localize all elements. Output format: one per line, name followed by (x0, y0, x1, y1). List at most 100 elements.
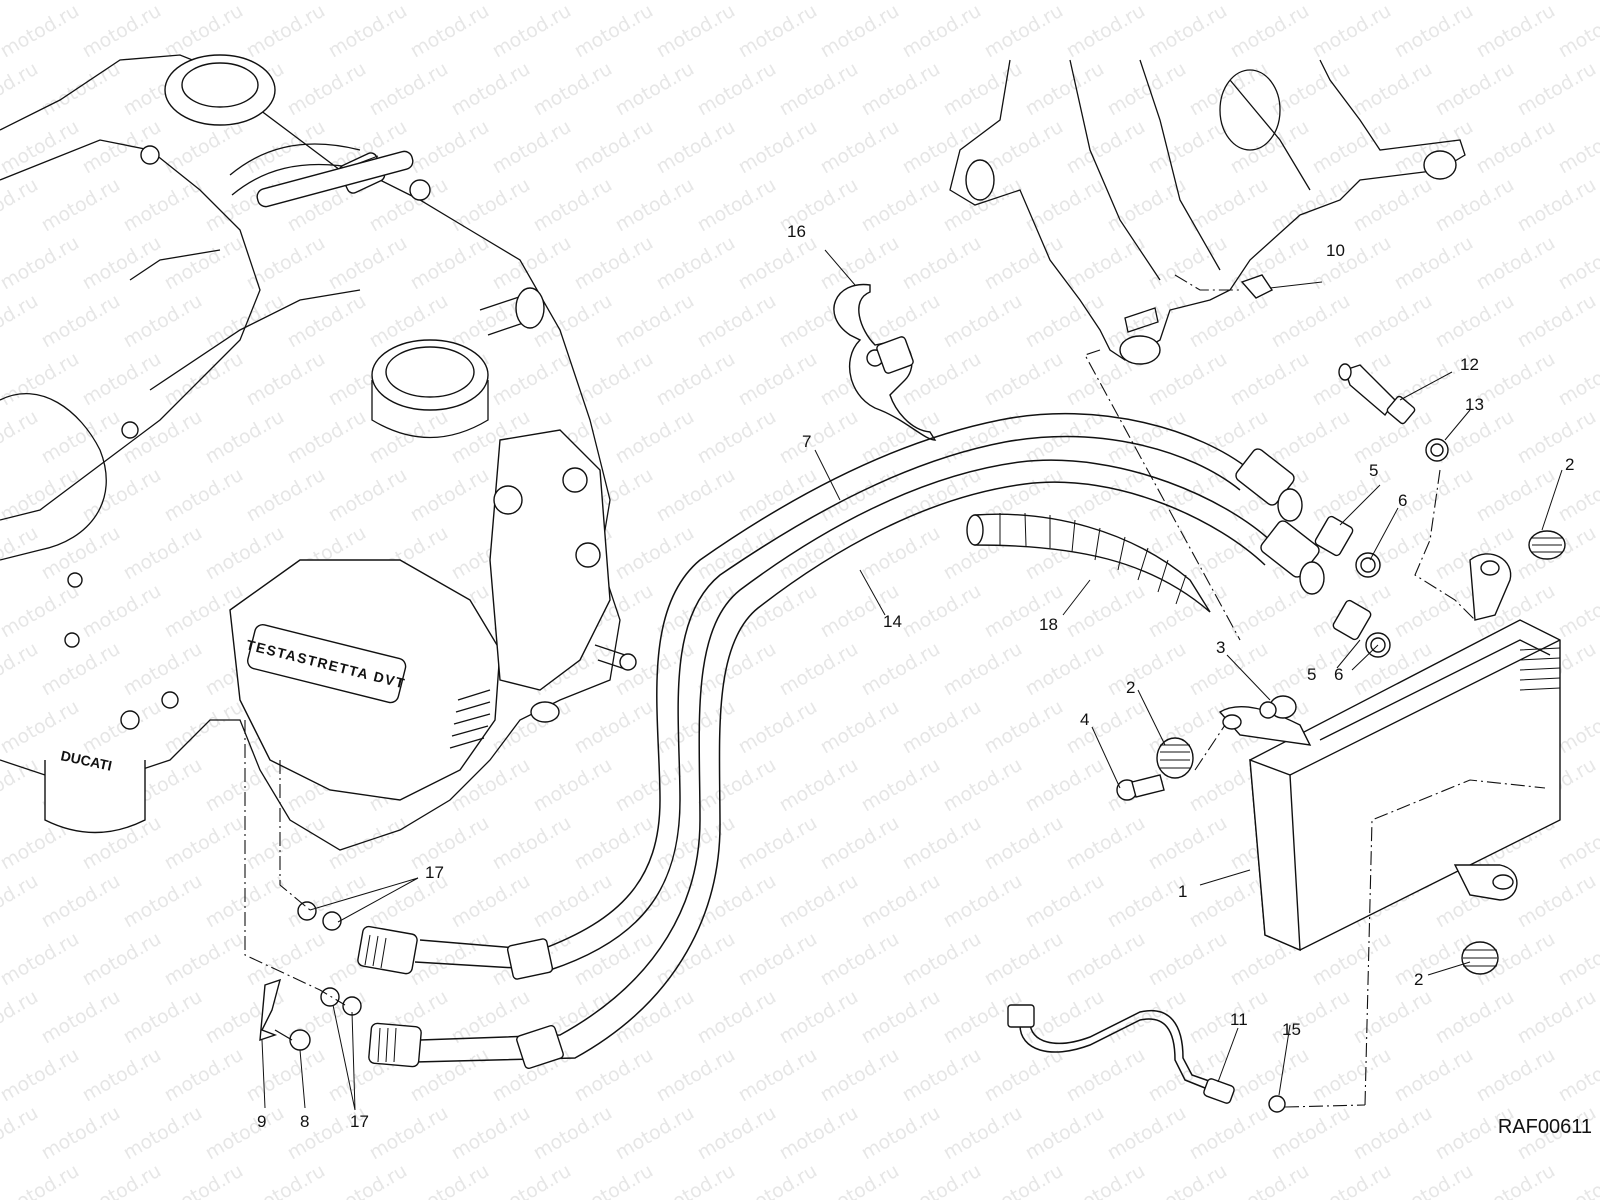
watermark-text: motod.ru (284, 290, 370, 353)
watermark-text: motod.ru (612, 0, 698, 4)
watermark-text: motod.ru (38, 406, 124, 469)
callout-17-bottom: 17 (350, 1112, 369, 1131)
protective-sleeve-18 (966, 512, 1211, 613)
watermark-text: motod.ru (0, 116, 1, 179)
watermark-text: motod.ru (653, 928, 739, 991)
watermark-text: motod.ru (899, 1160, 985, 1200)
watermark-text: motod.ru (981, 232, 1067, 295)
watermark-text: motod.ru (694, 290, 780, 353)
watermark-text: motod.ru (571, 812, 657, 875)
watermark-text: motod.ru (1268, 174, 1354, 237)
watermark-text: motod.ru (1514, 0, 1600, 4)
watermark-text: motod.ru (735, 812, 821, 875)
watermark-text: motod.ru (284, 0, 370, 4)
watermark-text: motod.ru (38, 58, 124, 121)
watermark-text: motod.ru (940, 0, 1026, 4)
watermark-text: motod.ru (1268, 986, 1354, 1049)
watermark-text: motod.ru (243, 928, 329, 991)
leader-lines (261, 249, 1563, 1111)
watermark-text: motod.ru (120, 870, 206, 933)
watermark-text: motod.ru (0, 812, 1, 875)
watermark-text: motod.ru (161, 1044, 247, 1107)
watermark-text: motod.ru (940, 638, 1026, 701)
watermark-text: motod.ru (1227, 1044, 1313, 1107)
watermark-text: motod.ru (0, 1160, 1, 1200)
watermark-text: motod.ru (1555, 0, 1600, 62)
watermark-text: motod.ru (1268, 290, 1354, 353)
watermark-text: motod.ru (1186, 986, 1272, 1049)
watermark-text: motod.ru (1432, 0, 1518, 4)
watermark-text: motod.ru (1104, 986, 1190, 1049)
hose-clip-16 (833, 283, 937, 441)
watermark-text: motod.ru (366, 174, 452, 237)
watermark-text: motod.ru (1514, 406, 1600, 469)
watermark-text: motod.ru (407, 812, 493, 875)
watermark-text: motod.ru (0, 0, 1, 62)
watermark-text: motod.ru (325, 1160, 411, 1200)
watermark-text: motod.ru (776, 406, 862, 469)
watermark-text: motod.ru (1022, 754, 1108, 817)
callout-5-top: 5 (1369, 461, 1378, 480)
watermark-text: motod.ru (1104, 174, 1190, 237)
watermark-text: motod.ru (981, 348, 1067, 411)
frame-section (949, 59, 1466, 365)
watermark-text: motod.ru (817, 116, 903, 179)
watermark-text: motod.ru (530, 870, 616, 933)
watermark-text: motod.ru (79, 696, 165, 759)
watermark-text: motod.ru (243, 0, 329, 62)
watermark-text: motod.ru (653, 580, 739, 643)
watermark-text: motod.ru (817, 928, 903, 991)
temperature-sensor-12 (1338, 363, 1449, 462)
watermark-text: motod.ru (1063, 1044, 1149, 1107)
watermark-text: motod.ru (776, 986, 862, 1049)
watermark-text: motod.ru (899, 696, 985, 759)
watermark-text: motod.ru (776, 58, 862, 121)
watermark-text: motod.ru (0, 464, 1, 527)
watermark-text: motod.ru (530, 0, 616, 4)
watermark-text: motod.ru (1268, 406, 1354, 469)
watermark-text: motod.ru (0, 0, 42, 4)
watermark-text: motod.ru (325, 0, 411, 62)
callout-11: 11 (1230, 1010, 1248, 1029)
watermark-text: motod.ru (120, 0, 206, 4)
watermark-text: motod.ru (489, 696, 575, 759)
watermark-text: motod.ru (0, 58, 42, 121)
watermark-text: motod.ru (817, 464, 903, 527)
watermark-text: motod.ru (899, 812, 985, 875)
watermark-text: motod.ru (1391, 1160, 1477, 1200)
watermark-text: motod.ru (571, 0, 657, 62)
watermark-text: motod.ru (1186, 174, 1272, 237)
watermark-text: motod.ru (858, 58, 944, 121)
watermark-text: motod.ru (817, 812, 903, 875)
watermark-text: motod.ru (161, 812, 247, 875)
watermark-text: motod.ru (776, 638, 862, 701)
watermark-text: motod.ru (1227, 1160, 1313, 1200)
watermark-text: motod.ru (0, 290, 42, 353)
watermark-text: motod.ru (1063, 0, 1149, 62)
watermark-text: motod.ru (448, 174, 534, 237)
watermark-text: motod.ru (940, 406, 1026, 469)
watermark-text: motod.ru (1350, 0, 1436, 4)
watermark-text: motod.ru (694, 754, 780, 817)
watermark-text: motod.ru (79, 1044, 165, 1107)
watermark-text: motod.ru (735, 1160, 821, 1200)
callout-2-bottom: 2 (1414, 970, 1423, 989)
watermark-text: motod.ru (1063, 1160, 1149, 1200)
watermark-text: motod.ru (243, 1044, 329, 1107)
watermark-text: motod.ru (1555, 1160, 1600, 1200)
watermark-text: motod.ru (571, 928, 657, 991)
watermark-text: motod.ru (1514, 174, 1600, 237)
watermark-text: motod.ru (817, 0, 903, 62)
watermark-text: motod.ru (1145, 0, 1231, 62)
watermark-text: motod.ru (1514, 870, 1600, 933)
watermark-text: motod.ru (407, 232, 493, 295)
watermark-text: motod.ru (1063, 580, 1149, 643)
watermark-text: motod.ru (407, 928, 493, 991)
watermark-text: motod.ru (858, 522, 944, 585)
watermark-text: motod.ru (1022, 870, 1108, 933)
watermark-text: motod.ru (1432, 290, 1518, 353)
watermark-text: motod.ru (79, 348, 165, 411)
watermark-text: motod.ru (694, 986, 780, 1049)
watermark-text: motod.ru (1391, 232, 1477, 295)
